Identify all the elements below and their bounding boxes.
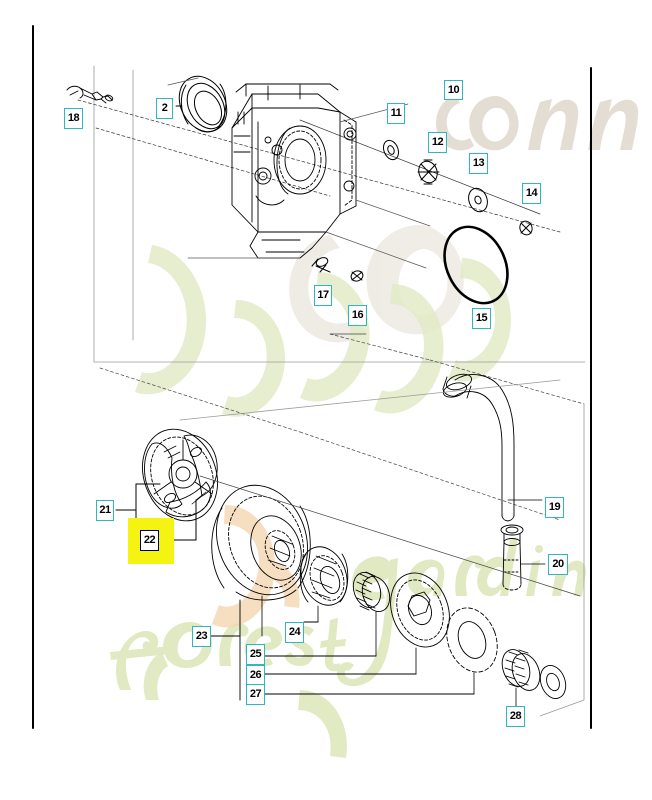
callout-label-13[interactable]: 13: [469, 153, 488, 174]
callout-label-19[interactable]: 19: [545, 497, 564, 518]
part-28-gear: [501, 649, 567, 699]
callout-label-10[interactable]: 10: [444, 80, 463, 100]
part-26-disc: [390, 572, 450, 648]
callout-label-18[interactable]: 18: [64, 108, 83, 129]
part-24-hub: [299, 546, 349, 606]
callout-label-23[interactable]: 23: [192, 626, 211, 647]
part-14-clip: [519, 220, 533, 236]
part-15-o-ring: [443, 225, 509, 305]
part-25-needle-bearing: [352, 571, 391, 612]
part-2-seal: [178, 75, 228, 133]
callout-label-24[interactable]: 24: [285, 622, 304, 643]
callout-label-26[interactable]: 26: [246, 665, 265, 686]
callout-label-17[interactable]: 17: [314, 285, 332, 306]
callout-label-20[interactable]: 20: [548, 554, 568, 575]
callout-label-27[interactable]: 27: [246, 684, 265, 705]
part-16-nut: [350, 270, 364, 282]
callout-label-15[interactable]: 15: [472, 308, 491, 329]
callout-label-28[interactable]: 28: [506, 706, 525, 727]
part-17-bolt: [311, 257, 331, 273]
part-27-washer: [446, 607, 498, 673]
callout-label-25[interactable]: 25: [246, 644, 265, 665]
part-12-clip: [417, 159, 440, 185]
callout-label-16[interactable]: 16: [348, 305, 367, 326]
part-23-clutch-drum: [211, 484, 311, 601]
part-18-linkage: [66, 85, 114, 104]
callout-label-22[interactable]: 22: [140, 530, 159, 551]
callout-label-21[interactable]: 21: [96, 500, 114, 521]
callout-label-2[interactable]: 2: [156, 98, 173, 119]
part-11-washer: [383, 139, 399, 161]
callout-label-11[interactable]: 11: [387, 103, 405, 124]
callout-label-14[interactable]: 14: [522, 183, 541, 204]
part-13-washer: [468, 187, 488, 213]
callout-label-12[interactable]: 12: [428, 132, 447, 153]
part-19-pipe: [442, 373, 515, 522]
page-frame: [32, 25, 592, 729]
